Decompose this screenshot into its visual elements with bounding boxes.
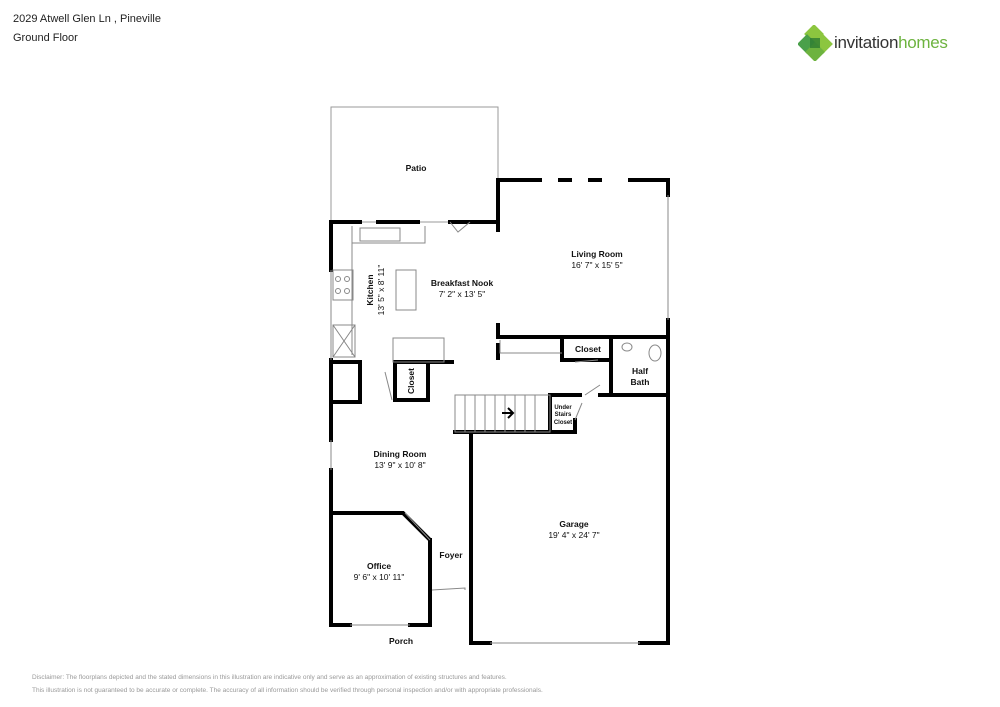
address: 2029 Atwell Glen Ln , Pineville [13,13,161,25]
refrigerator [332,324,356,358]
disclaimer-line-1: Disclaimer: The floorplans depicted and … [32,674,507,681]
half-bath-label: Half [632,366,648,376]
kitchen-dims: 13' 5" x 8' 11" [376,265,386,316]
kitchen-island [395,269,417,311]
kitchen-sink [359,227,401,242]
office-label: Office [367,561,391,571]
garage-dims: 19' 4" x 24' 7" [548,530,599,540]
stairs [454,394,551,433]
toilet [648,344,662,362]
under-stairs-closet-label: Closet [554,420,572,426]
stove [332,269,354,301]
logo-mark-icon [798,25,833,61]
dining-room-dims: 13' 9" x 10' 8" [374,460,425,470]
logo-text-invitation: invitation [834,33,899,52]
dining-room-label: Dining Room [374,449,427,459]
bath-sink [621,342,633,352]
kitchen-label: Kitchen [365,274,375,305]
living-room-label: Living Room [571,249,623,259]
office-dims: 9' 6" x 10' 11" [354,572,405,582]
disclaimer-line-2: This illustration is not guaranteed to b… [32,687,543,694]
breakfast-nook-label: Breakfast Nook [431,278,494,288]
under-stairs-closet-label: Under [554,405,572,411]
patio-label: Patio [406,163,427,173]
living-room-dims: 16' 7" x 15' 5" [571,260,622,270]
foyer-label: Foyer [439,550,463,560]
counter [392,337,445,363]
closet-label: Closet [575,344,601,354]
garage-label: Garage [559,519,589,529]
stairs-arrow-icon [502,407,515,419]
half-bath-label: Bath [631,377,650,387]
logo-text-homes: homes [898,33,948,52]
under-stairs-closet-label: Stairs [555,412,572,418]
closet-label: Closet [406,368,416,394]
floor-label: Ground Floor [13,32,78,44]
fixtures [330,195,669,644]
porch-label: Porch [389,636,413,646]
breakfast-nook-dims: 7' 2" x 13' 5" [439,289,486,299]
